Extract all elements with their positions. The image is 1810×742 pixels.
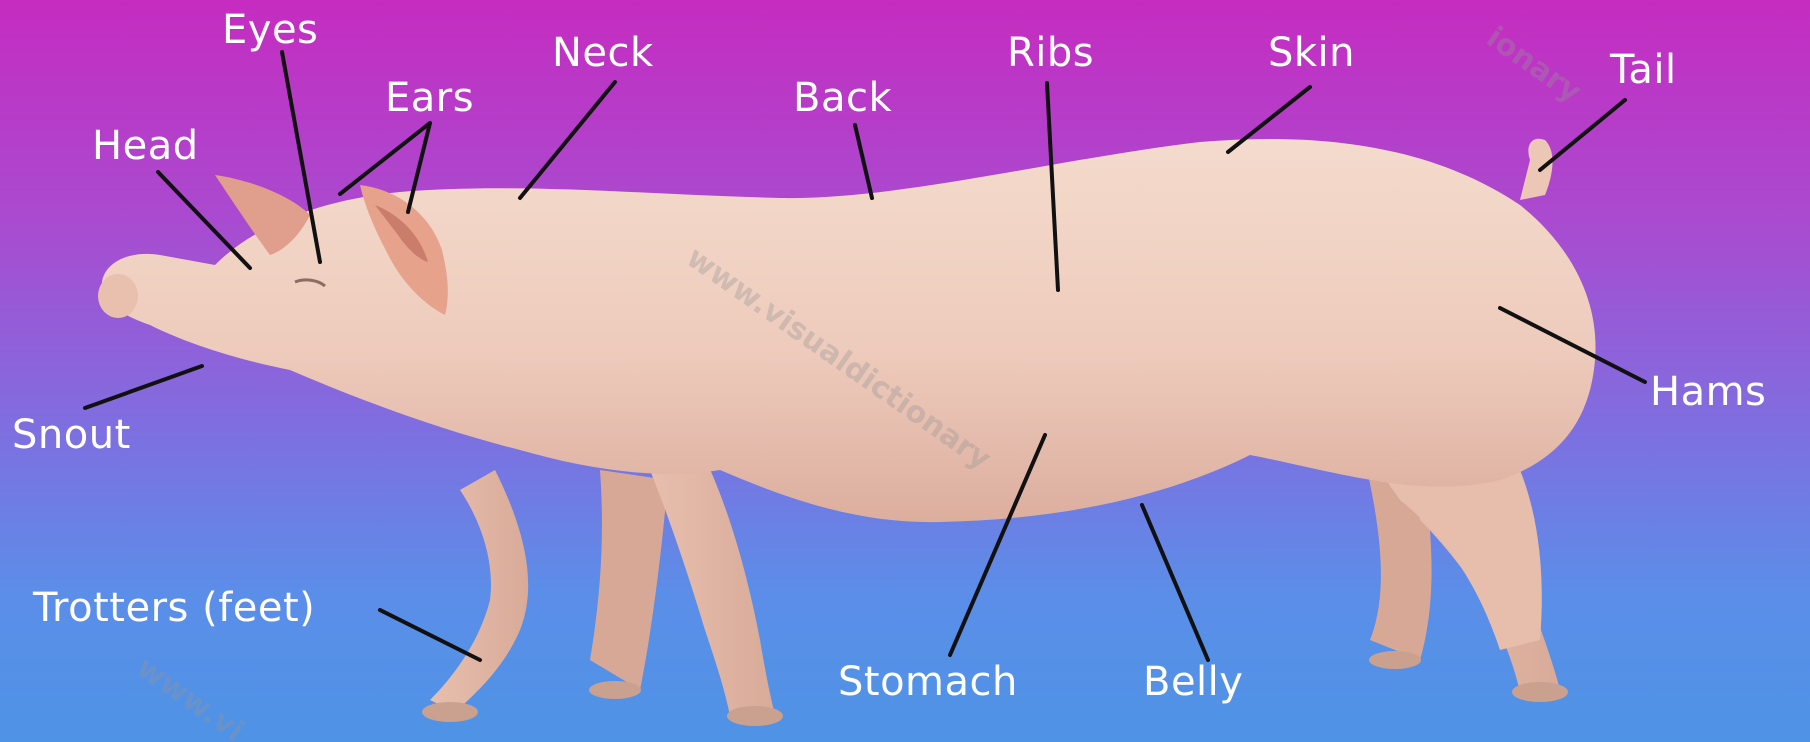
hoof-far-hind (1369, 651, 1421, 669)
far-front-leg (590, 470, 668, 690)
snout-tip (98, 274, 138, 318)
tail (1520, 139, 1553, 200)
hoof-hind (1512, 682, 1568, 702)
leader-belly (1142, 505, 1208, 660)
hoof-far-front (589, 681, 641, 699)
label-head: Head (92, 126, 199, 166)
label-tail: Tail (1610, 50, 1677, 90)
leader-snout (85, 366, 202, 408)
leader-trotters (380, 610, 480, 660)
label-ears: Ears (385, 78, 474, 118)
pig-body (102, 139, 1596, 522)
label-hams: Hams (1650, 372, 1766, 412)
label-skin: Skin (1268, 33, 1355, 73)
front-leg-left (430, 470, 528, 712)
label-snout: Snout (12, 415, 131, 455)
label-eyes: Eyes (222, 10, 318, 50)
label-back: Back (793, 78, 892, 118)
leader-neck (520, 82, 615, 198)
label-neck: Neck (552, 33, 654, 73)
label-stomach: Stomach (838, 662, 1018, 702)
leader-tail (1540, 100, 1625, 170)
label-ribs: Ribs (1007, 33, 1094, 73)
hoof-front-left (422, 702, 478, 722)
leader-back (855, 125, 872, 198)
hoof-front-right (727, 706, 783, 726)
label-trotters: Trotters (feet) (33, 588, 315, 628)
label-belly: Belly (1143, 662, 1243, 702)
